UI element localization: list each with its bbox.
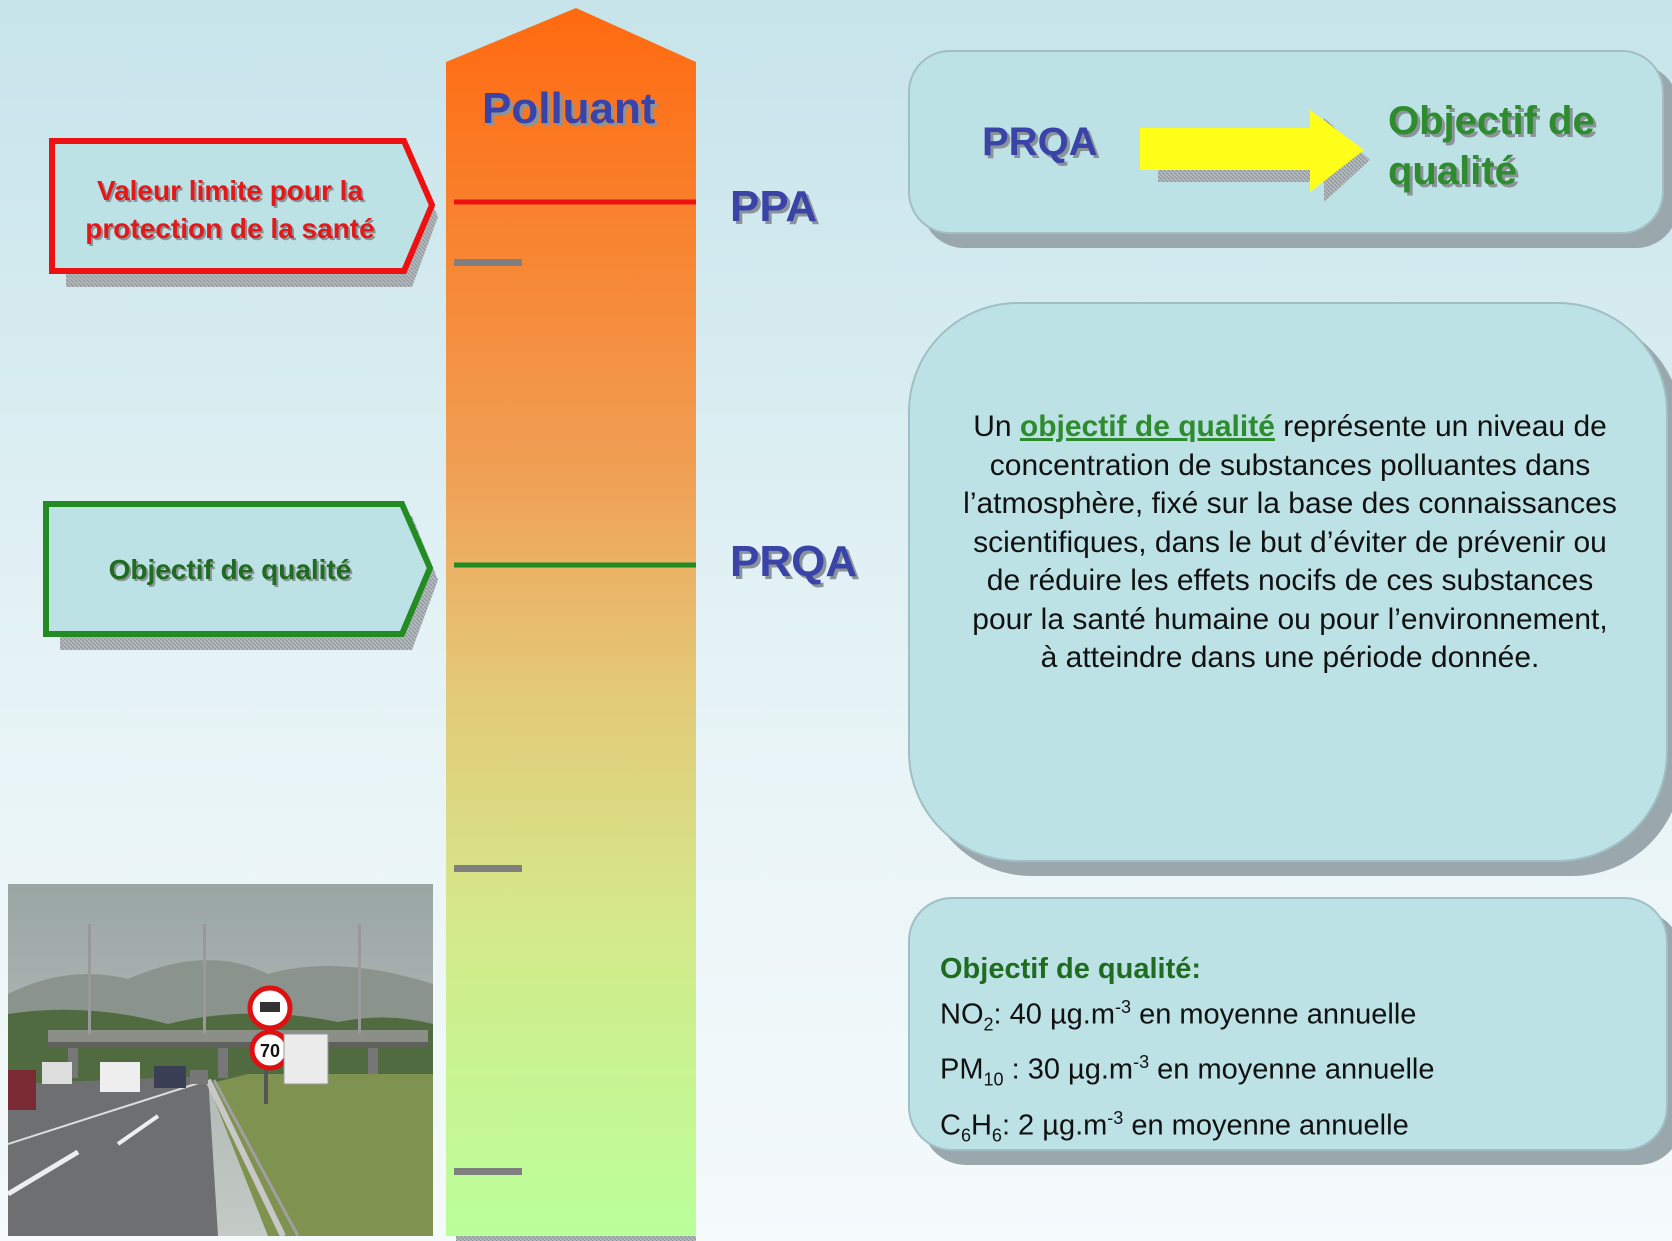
highway-photo: 70	[8, 884, 433, 1236]
panel-prqa-label: PRQA	[982, 120, 1098, 164]
limit-value-tag	[49, 138, 438, 287]
objectives-list: Objectif de qualité: NO2: 40 µg.m-3 en m…	[940, 950, 1434, 1154]
scale-tick	[454, 1168, 522, 1175]
panel-objective-title: Objectif de qualité	[1388, 99, 1595, 193]
definition-panel	[908, 302, 1668, 862]
objectives-title: Objectif de qualité:	[940, 953, 1202, 985]
limit-value-label: Valeur limite pour la protection de la s…	[85, 175, 375, 244]
scale-tick	[454, 259, 522, 266]
scale-tick	[454, 865, 522, 872]
quality-objective-tag	[43, 501, 438, 650]
scale-title: Polluant	[482, 84, 656, 133]
quality-objective-label: Objectif de qualité	[108, 554, 352, 585]
prqa-label: PRQA	[730, 537, 858, 586]
definition-text: Un objectif de qualité représente un niv…	[963, 410, 1617, 674]
right-arrow-icon	[1140, 110, 1370, 202]
definition-highlight: objectif de qualité	[1019, 410, 1275, 443]
c6h6-objective: C6H6: 2 µg.m-3 en moyenne annuelle	[940, 1107, 1409, 1146]
no2-objective: NO2: 40 µg.m-3 en moyenne annuelle	[940, 997, 1417, 1035]
scale-bar	[446, 8, 696, 1236]
objectives-panel	[908, 897, 1668, 1151]
ppa-label: PPA	[730, 182, 818, 231]
svg-text:70: 70	[260, 1041, 280, 1061]
pm10-objective: PM10 : 30 µg.m-3 en moyenne annuelle	[940, 1052, 1435, 1090]
pollutant-scale	[446, 8, 696, 1241]
